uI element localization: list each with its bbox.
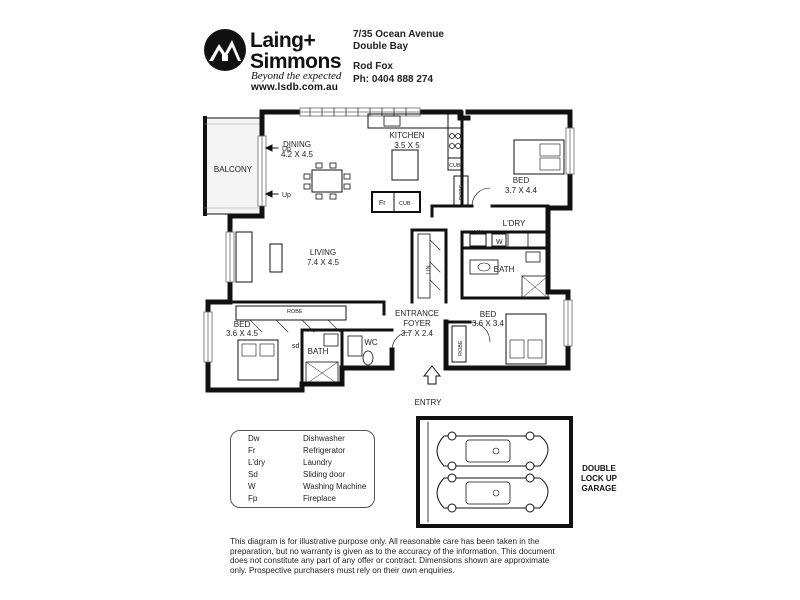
label-lin-hall: LIN	[426, 265, 432, 274]
kitchen-cupboard	[447, 157, 463, 171]
label-dining-dims: 4.2 X 4.5	[281, 150, 314, 159]
garage-label-line1: DOUBLE	[582, 464, 616, 473]
bed2-robe	[451, 325, 467, 363]
bed3-robe	[235, 305, 347, 321]
label-fr: Fr	[379, 200, 386, 207]
label-bed1-dims: 3.7 X 4.4	[505, 186, 538, 195]
fridge-cabinet	[371, 191, 421, 213]
label-living: LIVING	[310, 248, 336, 257]
label-cub-2: CUB	[449, 163, 461, 169]
label-foyer-dims: 3.7 X 2.4	[401, 329, 434, 338]
dining-table	[311, 169, 343, 193]
legend-abbr: Dw	[248, 434, 260, 443]
legend-meaning: Fireplace	[303, 494, 336, 503]
legend-box: Dw Dishwasher Fr Refrigerator L'dry Laun…	[230, 430, 375, 508]
car-top-icon	[436, 431, 549, 471]
label-lin-laundry: LIN	[474, 230, 483, 236]
label-robe-bed2: ROBE	[458, 340, 464, 356]
legend-meaning: Sliding door	[303, 470, 346, 479]
brand-name-line2: Simmons	[250, 50, 342, 73]
kitchen-bench	[367, 113, 449, 129]
legend-abbr: Fp	[248, 494, 258, 503]
label-entry: ENTRY	[415, 398, 443, 407]
label-up-2: Up	[282, 192, 291, 199]
bed3-bed	[237, 339, 279, 381]
brand-name-line1: Laing+	[250, 29, 316, 52]
label-sd: sd	[292, 343, 300, 350]
agent-name: Rod Fox	[353, 61, 393, 72]
living-ottoman	[269, 243, 283, 273]
label-living-dims: 7.4 X 4.5	[307, 258, 340, 267]
brand-tagline: Beyond the expected	[251, 70, 342, 82]
address-line1: 7/35 Ocean Avenue	[353, 29, 444, 40]
label-entrance: ENTRANCE	[395, 309, 439, 318]
label-robe-bed1: ROBE	[459, 184, 465, 200]
legend-abbr: L'dry	[248, 458, 266, 467]
label-kitchen-dims: 3.5 X 5	[394, 141, 420, 150]
legend-abbr: Fr	[248, 446, 256, 455]
garage-label: DOUBLE LOCK UP GARAGE	[577, 464, 621, 494]
legend-meaning: Washing Machine	[303, 482, 367, 491]
logo-mark-icon	[204, 29, 246, 71]
label-robe-bed3: ROBE	[287, 309, 303, 315]
brand-name: Laing+ Simmons	[250, 29, 342, 73]
disclaimer-text: This diagram is for illustrative purpose…	[230, 537, 555, 575]
label-bed3: BED	[234, 320, 251, 329]
legend-abbr: W	[248, 482, 256, 491]
legend-meaning: Laundry	[303, 458, 332, 467]
legend-abbr: Sd	[248, 470, 258, 479]
garage-label-line2: LOCK UP	[581, 474, 617, 483]
car-bottom-icon	[436, 473, 549, 513]
label-bed2-dims: 3.6 X 3.4	[472, 319, 505, 328]
label-bed3-dims: 3.6 X 4.5	[226, 329, 259, 338]
entry-arrow-icon	[422, 365, 442, 385]
cooktop	[447, 127, 463, 159]
label-bath1: BATH	[494, 265, 515, 274]
legend-meaning: Dishwasher	[303, 434, 345, 443]
label-cub-1: CUB	[399, 201, 411, 207]
label-w: W	[496, 239, 503, 246]
garage-outline	[416, 416, 573, 528]
label-bed1: BED	[513, 176, 530, 185]
living-sofa	[235, 231, 253, 283]
label-wc: WC	[364, 338, 378, 347]
label-balcony: BALCONY	[214, 165, 253, 174]
brand-website: www.lsdb.com.au	[251, 82, 339, 93]
label-bath2: BATH	[308, 347, 329, 356]
kitchen-island	[391, 149, 419, 181]
agent-phone: Ph: 0404 888 274	[353, 74, 434, 85]
label-bed2: BED	[480, 310, 497, 319]
label-dining: DINING	[283, 140, 311, 149]
balcony-area	[204, 117, 262, 215]
label-laundry: L'DRY	[503, 219, 526, 228]
bed1-bed	[513, 139, 565, 175]
label-kitchen: KITCHEN	[389, 131, 424, 140]
bed2-bed	[505, 313, 547, 365]
garage-label-line3: GARAGE	[581, 484, 617, 493]
label-foyer: FOYER	[403, 319, 431, 328]
bed1-robe	[453, 175, 469, 207]
kitchen-sink	[383, 115, 401, 127]
legend-meaning: Refrigerator	[303, 446, 346, 455]
label-up-1: Up	[282, 146, 291, 153]
address-line2: Double Bay	[353, 41, 409, 52]
